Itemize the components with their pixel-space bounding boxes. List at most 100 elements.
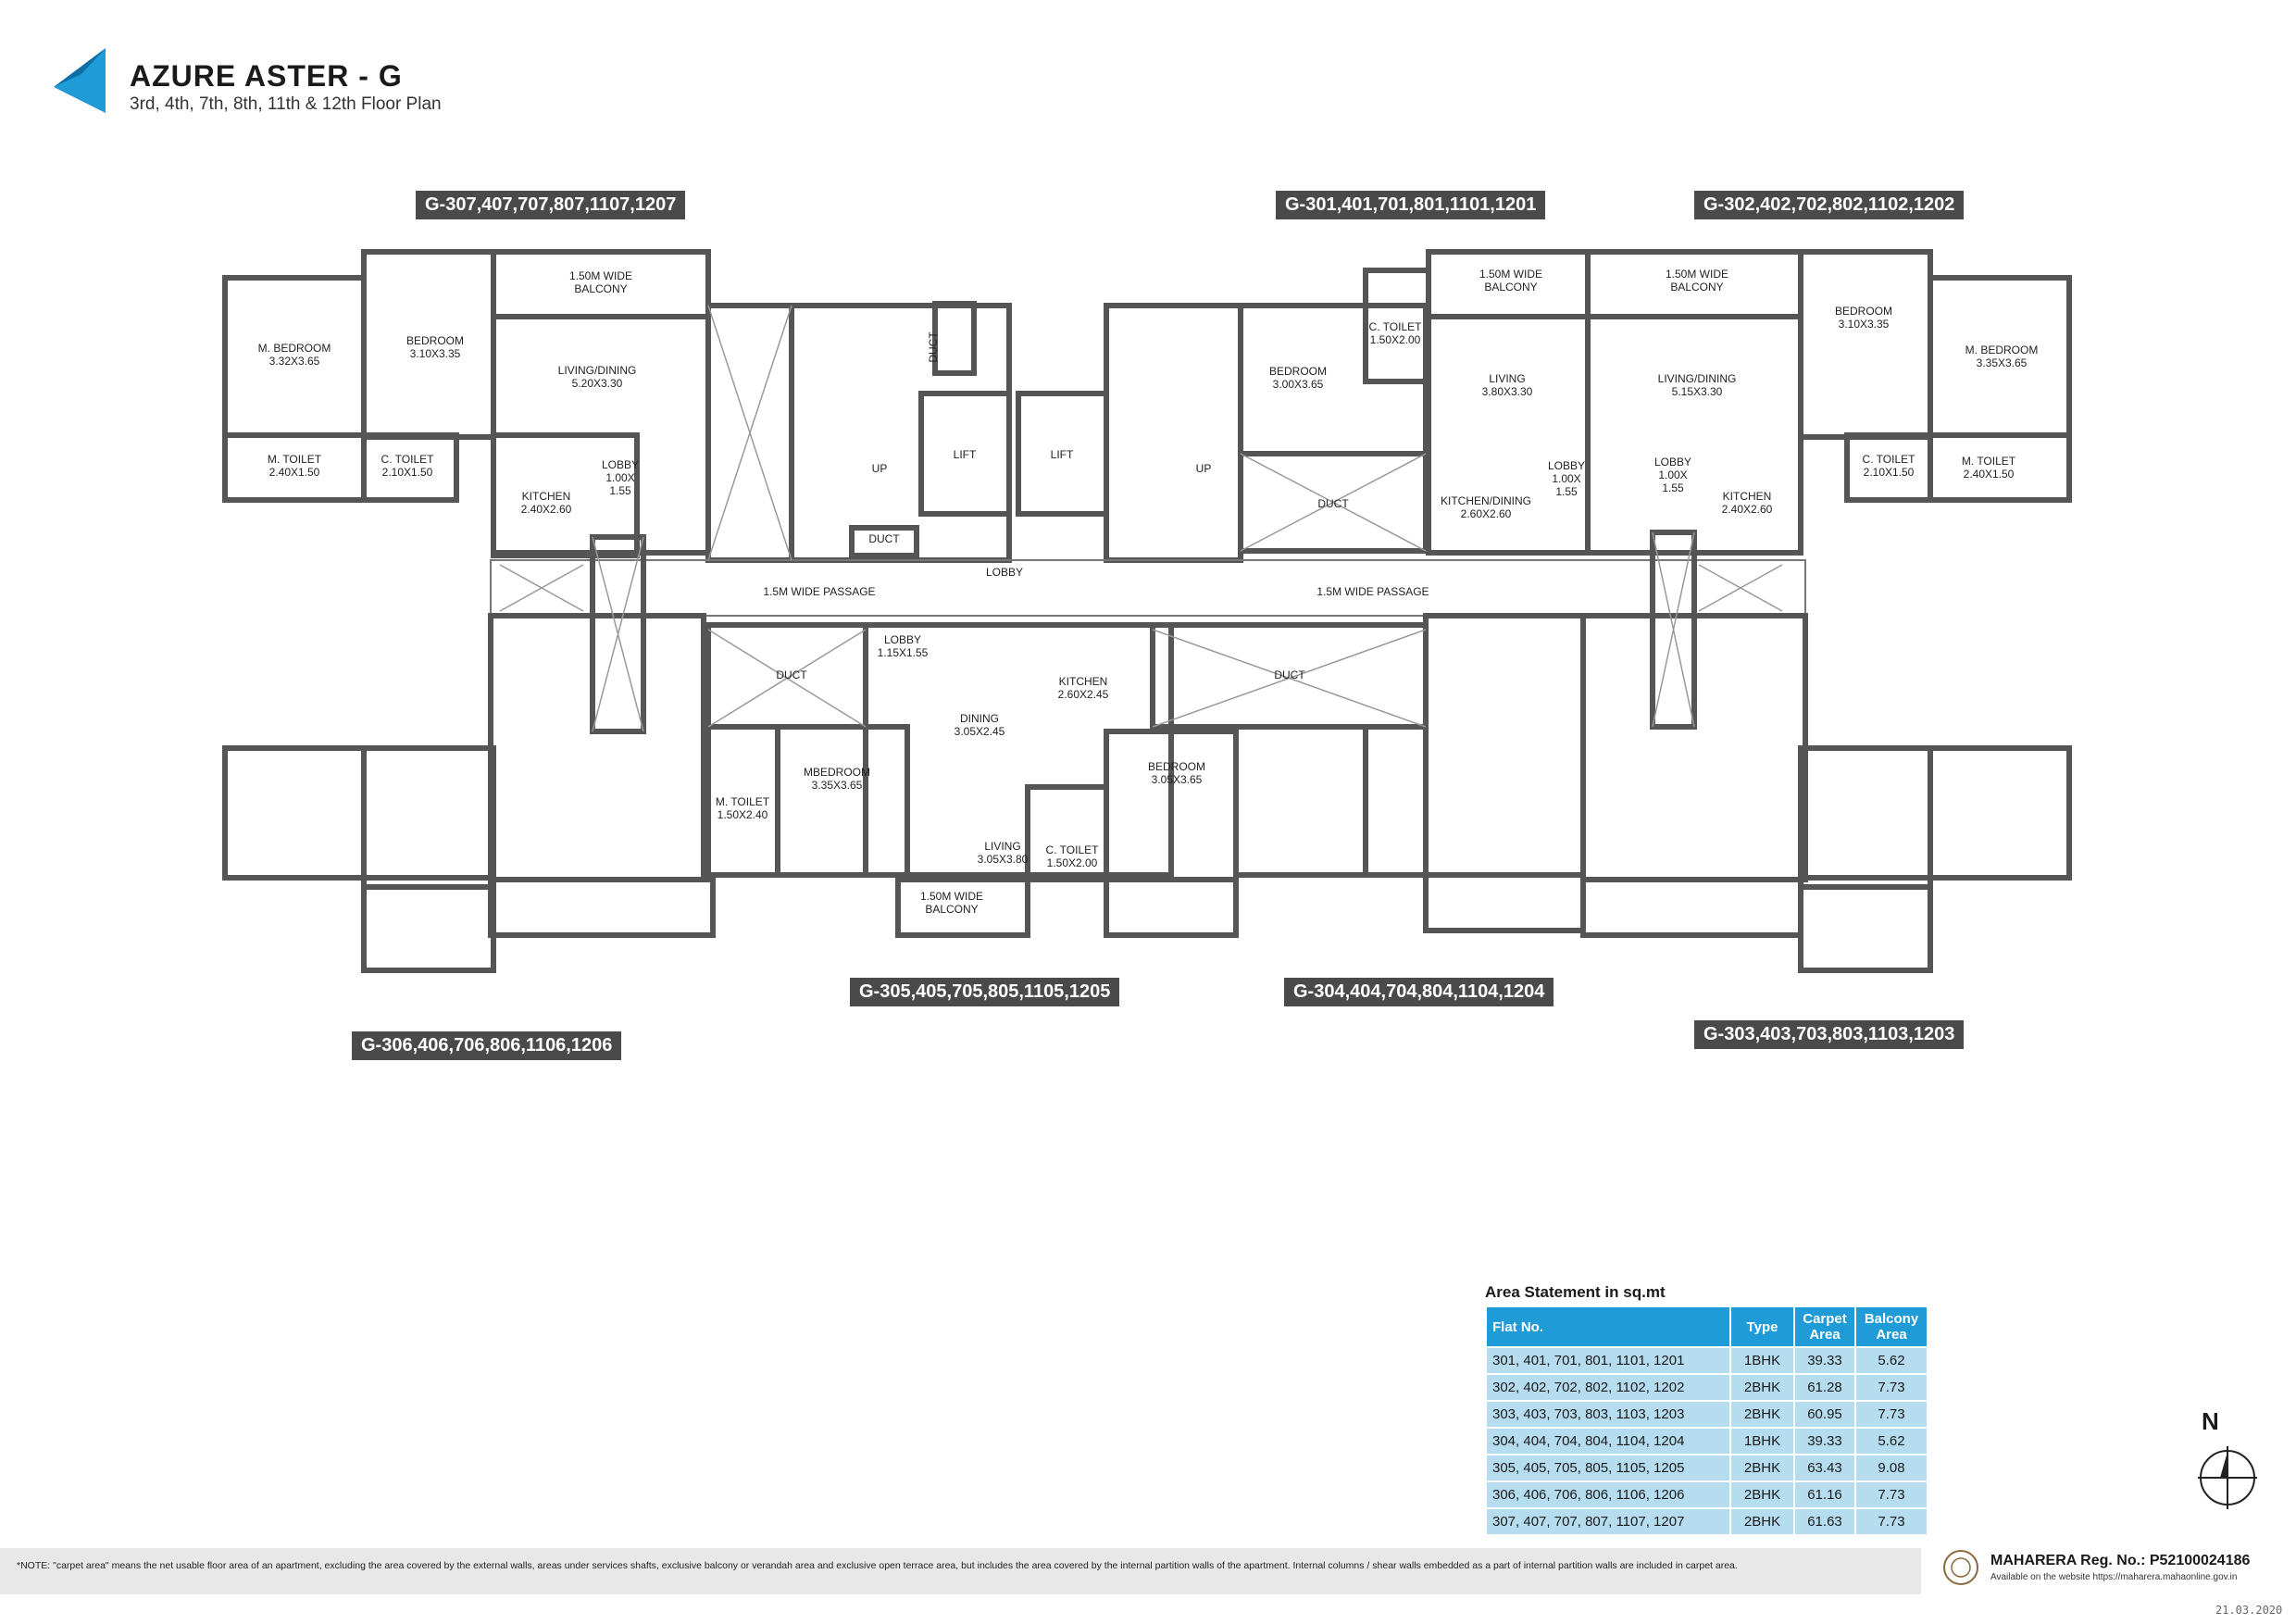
room-label: BEDROOM — [1835, 305, 1892, 318]
room-label: LIVING — [1489, 372, 1525, 385]
room-size: 3.05X3.80 — [978, 853, 1029, 866]
room-size: 3.80X3.30 — [1482, 385, 1533, 398]
room-label: M. BEDROOM — [1965, 344, 2039, 356]
table-cell: 302, 402, 702, 802, 1102, 1202 — [1485, 1373, 1731, 1402]
room-size: 3.10X3.35 — [1839, 318, 1890, 331]
table-cell: 303, 403, 703, 803, 1103, 1203 — [1485, 1400, 1731, 1429]
area-statement-title: Area Statement in sq.mt — [1485, 1283, 1666, 1301]
room-label: 1.50M WIDE — [1479, 268, 1542, 281]
room-size: 2.40X2.60 — [1722, 503, 1773, 516]
room-size: 1.50X2.00 — [1370, 333, 1421, 346]
room-size: 2.40X1.50 — [269, 466, 320, 479]
unit-tag-306: G-306,406,706,806,1106,1206 — [352, 1031, 622, 1060]
table-cell: 1BHK — [1729, 1427, 1795, 1455]
room-label: LIVING/DINING — [1658, 372, 1737, 385]
unit-tag-303: G-303,403,703,803,1103,1203 — [1694, 1020, 1965, 1049]
plan-walls — [222, 249, 2072, 973]
room-size: 1.00X — [605, 471, 634, 484]
table-row: 306, 406, 706, 806, 1106, 1206 2BHK 61.1… — [1485, 1480, 1928, 1509]
north-arrow-icon — [2198, 1446, 2257, 1509]
table-cell: 2BHK — [1729, 1480, 1795, 1509]
room-label: KITCHEN — [1059, 675, 1108, 688]
table-cell: 306, 406, 706, 806, 1106, 1206 — [1485, 1480, 1731, 1509]
table-cell: 61.16 — [1793, 1480, 1856, 1509]
room-size: 3.35X3.65 — [1977, 356, 2028, 369]
room-label: C. TOILET — [1046, 843, 1100, 856]
room-size: 1.55 — [609, 484, 631, 497]
room-label: LOBBY — [1548, 459, 1585, 472]
table-cell: 61.28 — [1793, 1373, 1856, 1402]
page-subtitle: 3rd, 4th, 7th, 8th, 11th & 12th Floor Pl… — [130, 94, 442, 114]
room-size: 1.15X1.55 — [878, 646, 929, 659]
room-size: 3.05X2.45 — [955, 725, 1005, 738]
area-statement-table: Flat No. Type Carpet Area Balcony Area 3… — [1485, 1305, 1928, 1536]
room-label: MBEDROOM — [804, 766, 870, 779]
table-row: 303, 403, 703, 803, 1103, 1203 2BHK 60.9… — [1485, 1400, 1928, 1429]
unit-tag-302: G-302,402,702,802,1102,1202 — [1694, 191, 1965, 219]
unit-tag-307: G-307,407,707,807,1107,1207 — [416, 191, 686, 219]
room-label: BALCONY — [1670, 281, 1723, 294]
room-label: LIVING/DINING — [558, 364, 637, 377]
stair-label: UP — [872, 462, 888, 475]
table-cell: 5.62 — [1854, 1427, 1928, 1455]
table-cell: 39.33 — [1793, 1346, 1856, 1375]
room-size: 3.32X3.65 — [269, 355, 320, 368]
col-header: Balcony Area — [1854, 1305, 1928, 1348]
room-label: BEDROOM — [1269, 365, 1327, 378]
room-size: 2.40X2.60 — [521, 503, 572, 516]
room-label: DINING — [960, 712, 999, 725]
room-label: LOBBY — [602, 458, 639, 471]
table-cell: 5.62 — [1854, 1346, 1928, 1375]
table-cell: 60.95 — [1793, 1400, 1856, 1429]
lift-label: LIFT — [1051, 448, 1074, 461]
page-title: AZURE ASTER - G — [130, 59, 403, 93]
room-label: M. TOILET — [268, 453, 322, 466]
table-cell: 1BHK — [1729, 1346, 1795, 1375]
room-size: 3.35X3.65 — [812, 779, 863, 792]
document-date: 21.03.2020 — [2215, 1604, 2283, 1617]
lift-label: LIFT — [954, 448, 977, 461]
room-size: 3.05X3.65 — [1152, 773, 1203, 786]
room-label: M. TOILET — [716, 795, 770, 808]
table-cell: 7.73 — [1854, 1507, 1928, 1536]
north-label: N — [2202, 1407, 2219, 1435]
room-label: DUCT — [927, 331, 940, 363]
table-cell: 301, 401, 701, 801, 1101, 1201 — [1485, 1346, 1731, 1375]
room-size: 1.50X2.00 — [1047, 856, 1098, 869]
room-label: BALCONY — [1484, 281, 1537, 294]
unit-tag-301: G-301,401,701,801,1101,1201 — [1276, 191, 1546, 219]
table-cell: 7.73 — [1854, 1400, 1928, 1429]
passage-label: 1.5M WIDE PASSAGE — [1316, 585, 1429, 598]
room-size: 2.40X1.50 — [1964, 468, 2015, 481]
table-cell: 7.73 — [1854, 1480, 1928, 1509]
room-label: M. BEDROOM — [258, 342, 331, 355]
room-label: BEDROOM — [406, 334, 464, 347]
room-size: 2.60X2.45 — [1058, 688, 1109, 701]
carpet-area-note: *NOTE: "carpet area" means the net usabl… — [0, 1548, 1921, 1594]
table-cell: 2BHK — [1729, 1454, 1795, 1482]
room-label: DUCT — [1317, 497, 1349, 510]
room-label: KITCHEN — [522, 490, 571, 503]
room-label: M. TOILET — [1962, 455, 2016, 468]
stair-label: UP — [1196, 462, 1212, 475]
col-header: Flat No. — [1485, 1305, 1731, 1348]
table-cell: 63.43 — [1793, 1454, 1856, 1482]
room-label: KITCHEN/DINING — [1441, 494, 1531, 507]
table-row: 302, 402, 702, 802, 1102, 1202 2BHK 61.2… — [1485, 1373, 1928, 1402]
room-label: BALCONY — [574, 282, 627, 295]
col-header: Type — [1729, 1305, 1795, 1348]
passage-label: 1.5M WIDE PASSAGE — [763, 585, 875, 598]
room-label: C. TOILET — [381, 453, 435, 466]
room-label: DUCT — [1274, 668, 1305, 681]
brand-logo-icon — [54, 48, 106, 113]
room-label: LOBBY — [1654, 456, 1691, 468]
duct-cross-marks — [499, 305, 1783, 732]
room-label: BEDROOM — [1148, 760, 1205, 773]
maharera-website: Available on the website https://maharer… — [1990, 1572, 2238, 1582]
room-size: 1.00X — [1552, 472, 1580, 485]
table-cell: 7.73 — [1854, 1373, 1928, 1402]
table-row: 305, 405, 705, 805, 1105, 1205 2BHK 63.4… — [1485, 1454, 1928, 1482]
room-size: 1.50X2.40 — [718, 808, 768, 821]
table-cell: 2BHK — [1729, 1507, 1795, 1536]
